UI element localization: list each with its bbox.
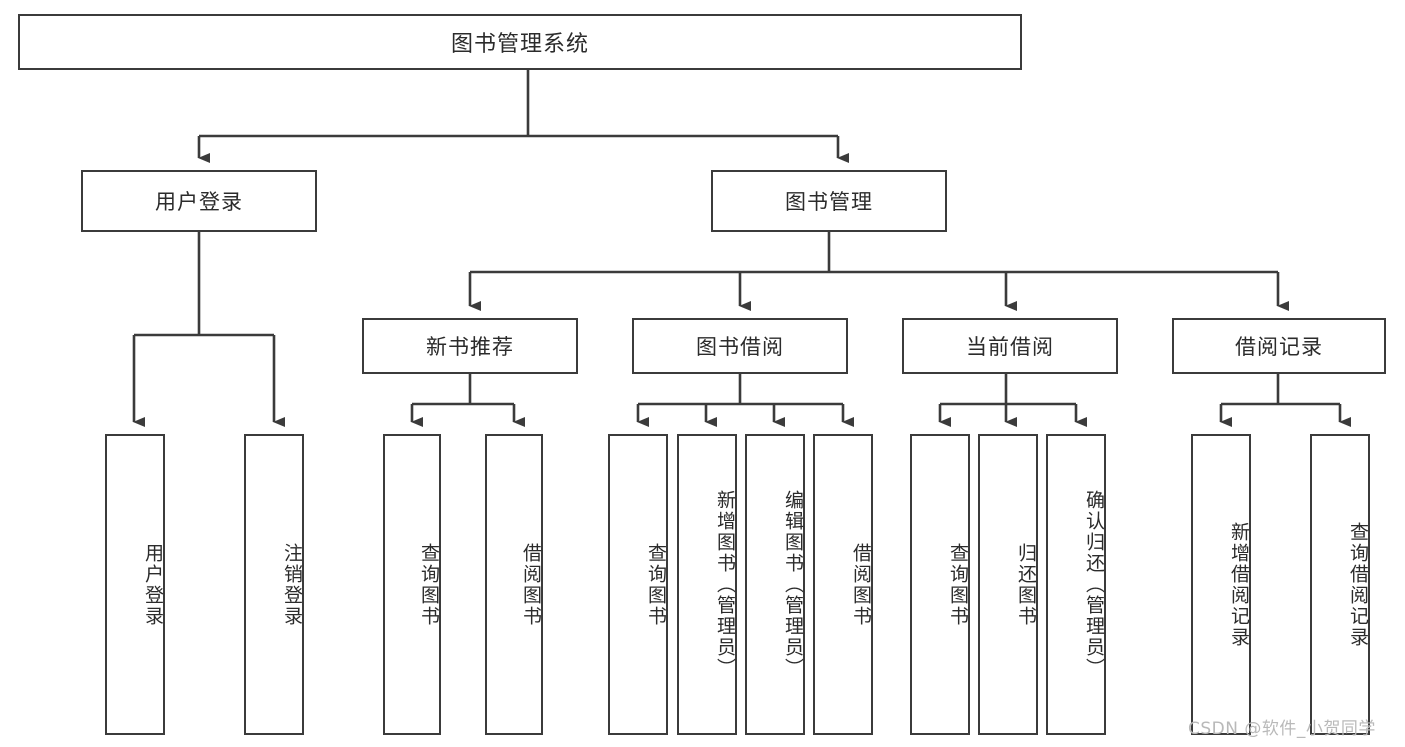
node-label: 用户登录 (142, 542, 164, 627)
node-label: 归还图书 (1015, 542, 1037, 627)
node-user-login[interactable]: 用户登录 (81, 170, 317, 232)
node-label: 编辑图书（管理员） (782, 490, 804, 679)
node-root[interactable]: 图书管理系统 (18, 14, 1022, 70)
node-label: 注销登录 (281, 542, 303, 627)
node-book-manage[interactable]: 图书管理 (711, 170, 947, 232)
node-leaf-borrow-book-2[interactable]: 借阅图书 (813, 434, 873, 735)
node-label: 新增借阅记录 (1228, 521, 1250, 648)
node-leaf-query-book-1[interactable]: 查询图书 (383, 434, 441, 735)
node-leaf-add-book[interactable]: 新增图书（管理员） (677, 434, 737, 735)
node-leaf-edit-book[interactable]: 编辑图书（管理员） (745, 434, 805, 735)
node-leaf-borrow-book-1[interactable]: 借阅图书 (485, 434, 543, 735)
node-book-borrow[interactable]: 图书借阅 (632, 318, 848, 374)
node-label: 确认归还（管理员） (1083, 490, 1105, 679)
watermark-label: CSDN @软件_小贺同学 (1188, 719, 1376, 739)
node-label: 新增图书（管理员） (714, 490, 736, 679)
node-leaf-query-book-2[interactable]: 查询图书 (608, 434, 668, 735)
node-leaf-user-login[interactable]: 用户登录 (105, 434, 165, 735)
node-label: 查询图书 (947, 542, 969, 627)
node-label: 查询图书 (418, 542, 440, 627)
node-label: 查询借阅记录 (1347, 521, 1369, 648)
node-leaf-add-record[interactable]: 新增借阅记录 (1191, 434, 1251, 735)
node-label: 查询图书 (645, 542, 667, 627)
node-label: 借阅图书 (520, 542, 542, 627)
node-borrow-record[interactable]: 借阅记录 (1172, 318, 1386, 374)
node-leaf-confirm-return[interactable]: 确认归还（管理员） (1046, 434, 1106, 735)
node-leaf-query-record[interactable]: 查询借阅记录 (1310, 434, 1370, 735)
node-leaf-query-book-3[interactable]: 查询图书 (910, 434, 970, 735)
node-leaf-return-book[interactable]: 归还图书 (978, 434, 1038, 735)
node-new-book-recommend[interactable]: 新书推荐 (362, 318, 578, 374)
node-current-borrow[interactable]: 当前借阅 (902, 318, 1118, 374)
node-label: 借阅图书 (850, 542, 872, 627)
node-leaf-logout[interactable]: 注销登录 (244, 434, 304, 735)
